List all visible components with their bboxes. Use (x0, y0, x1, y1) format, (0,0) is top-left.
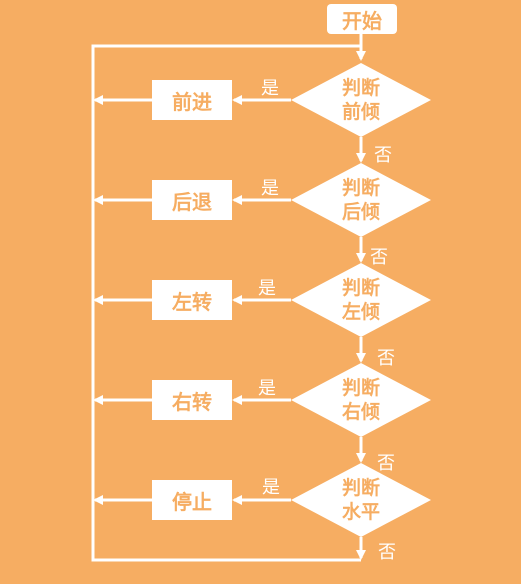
decision-label-line1: 判断 (341, 277, 380, 299)
action-node-2: 后退 (152, 180, 232, 220)
decision-node-2: 判断 后倾 (291, 163, 431, 237)
decision-label-line2: 左倾 (341, 301, 380, 323)
decision-node-4: 判断 右倾 (291, 363, 431, 437)
no-label-3: 否 (377, 348, 395, 369)
yes-label-2: 是 (261, 178, 279, 199)
yes-label-5: 是 (262, 477, 280, 498)
decision-label-line1: 判断 (341, 77, 380, 99)
decision-label-line2: 水平 (341, 501, 380, 523)
decision-label-line1: 判断 (341, 177, 380, 199)
action-node-3: 左转 (152, 280, 232, 320)
no-label-2: 否 (370, 247, 388, 268)
yes-label-3: 是 (258, 278, 276, 299)
action-node-4: 右转 (152, 380, 232, 420)
decision-node-5: 判断 水平 (291, 463, 431, 537)
no-label-5: 否 (378, 542, 396, 563)
decision-label-line2: 后倾 (341, 201, 380, 223)
no-label-1: 否 (374, 145, 392, 166)
start-node: 开始 (327, 4, 397, 34)
action-node-1: 前进 (152, 80, 232, 120)
yes-label-1: 是 (261, 78, 279, 99)
decision-label-line1: 判断 (341, 477, 380, 499)
decision-label-line2: 右倾 (341, 401, 380, 423)
decision-label-line1: 判断 (341, 377, 380, 399)
no-label-4: 否 (377, 453, 395, 474)
action-node-5: 停止 (152, 480, 232, 520)
decision-node-3: 判断 左倾 (291, 263, 431, 337)
decision-node-1: 判断 前倾 (291, 63, 431, 137)
yes-label-4: 是 (258, 378, 276, 399)
decision-label-line2: 前倾 (341, 101, 380, 123)
